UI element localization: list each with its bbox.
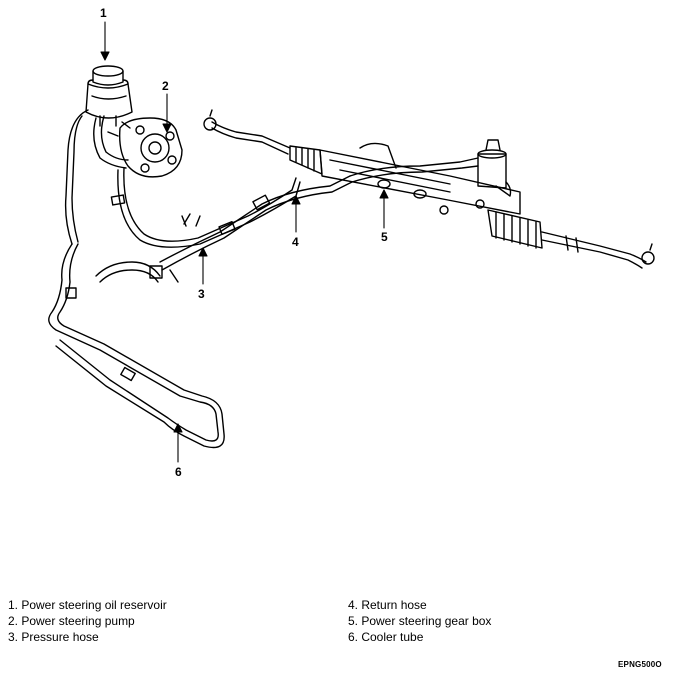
oil-reservoir (85, 65, 133, 127)
return-hose (159, 175, 353, 271)
legend-item-3: 3. Pressure hose (8, 630, 99, 644)
callout-2: 2 (162, 79, 169, 93)
legend-item-1: 1. Power steering oil reservoir (8, 598, 167, 612)
cooler-tube (48, 215, 225, 449)
legend-right-column: 4. Return hose 5. Power steering gear bo… (348, 597, 491, 645)
callout-4: 4 (292, 235, 299, 249)
figure-code: EPNG500O (618, 660, 662, 669)
callout-3: 3 (198, 287, 205, 301)
legend-item-6: 6. Cooler tube (348, 630, 424, 644)
power-steering-system-diagram (48, 21, 655, 463)
steering-pump (107, 117, 183, 178)
pressure-hose (110, 167, 301, 248)
legend-item-5: 5. Power steering gear box (348, 614, 492, 628)
callout-5: 5 (381, 230, 388, 244)
steering-gear-box (203, 109, 655, 269)
legend-left-column: 1. Power steering oil reservoir 2. Power… (8, 597, 167, 645)
legend-item-4: 4. Return hose (348, 598, 427, 612)
reservoir-hoses (64, 109, 129, 245)
callout-leaders (100, 21, 389, 463)
legend-item-2: 2. Power steering pump (8, 614, 135, 628)
callout-1: 1 (100, 6, 107, 20)
callout-6: 6 (175, 465, 182, 479)
